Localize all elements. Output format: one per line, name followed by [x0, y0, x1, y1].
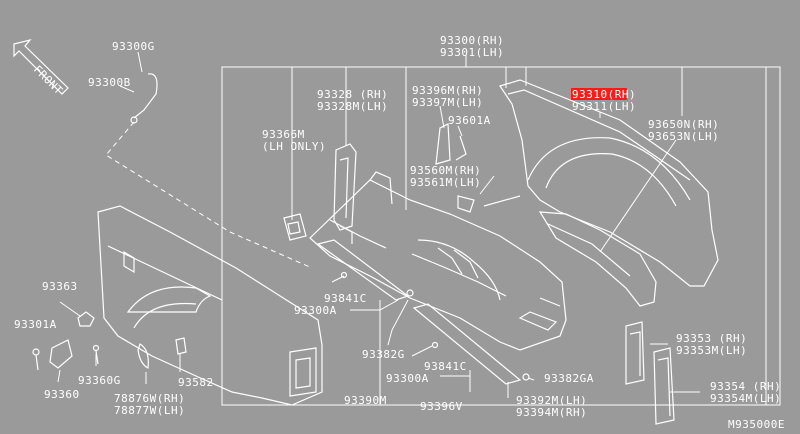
label-93328mlh: 93328M(LH): [317, 100, 388, 113]
label-93561mlh: 93561M(LH): [410, 176, 481, 189]
label-93300a-2: 93300A: [386, 372, 429, 385]
label-93650nrh: 93650N(RH): [648, 118, 719, 131]
label-93390m: 93390M: [344, 394, 387, 407]
outer-side-panel: [97, 205, 323, 406]
label-78876wrh: 78876W(RH): [114, 392, 185, 405]
diagram-code: M935000E: [728, 418, 785, 431]
label-93353mlh: 93353M(LH): [676, 344, 747, 357]
bed-floor: [309, 171, 567, 351]
fasteners: [340, 271, 530, 381]
front-pillar: [333, 143, 357, 231]
label-93366m: 93366M: [262, 128, 305, 141]
label-93841c-1: 93841C: [324, 292, 367, 305]
label-93396v: 93396V: [420, 400, 463, 413]
label-93328rh: 93328 (RH): [317, 88, 388, 101]
label-93301lh: 93301(LH): [440, 46, 504, 59]
bracket-small: [283, 123, 521, 241]
leader-lines: [57, 51, 780, 405]
label-lh-only: (LH ONLY): [262, 140, 326, 153]
label-93392mlh: 93392M(LH): [516, 394, 587, 407]
sill-strips: [316, 239, 522, 385]
label-93360g: 93360G: [78, 374, 121, 387]
small-parts: [32, 73, 187, 371]
label-93382ga: 93382GA: [544, 372, 594, 385]
label-93354mlh: 93354M(LH): [710, 392, 781, 405]
label-93354rh: 93354 (RH): [710, 380, 781, 393]
label-93363: 93363: [42, 280, 78, 293]
label-93560mrh: 93560M(RH): [410, 164, 481, 177]
label-93653nlh: 93653N(LH): [648, 130, 719, 143]
label-93300b: 93300B: [88, 76, 131, 89]
label-93300a-1: 93300A: [294, 304, 337, 317]
label-78877wlh: 78877W(LH): [114, 404, 185, 417]
label-93353rh: 93353 (RH): [676, 332, 747, 345]
label-93360: 93360: [44, 388, 80, 401]
label-93300rh: 93300(RH): [440, 34, 504, 47]
arrow-up-left-icon: [13, 38, 69, 95]
inner-side-panel: [499, 79, 719, 287]
label-93841c-2: 93841C: [424, 360, 467, 373]
label-93397mlh: 93397M(LH): [412, 96, 483, 109]
label-93310rh: 93310(RH): [572, 88, 636, 101]
label-93300g: 93300G: [112, 40, 155, 53]
label-93601a: 93601A: [448, 114, 491, 127]
label-93394mrh: 93394M(RH): [516, 406, 587, 419]
label-93582: 93582: [178, 376, 214, 389]
highlight-93310: [571, 88, 627, 100]
label-93311lh: 93311(LH): [572, 100, 636, 113]
label-93396mrh: 93396M(RH): [412, 84, 483, 97]
label-93382g: 93382G: [362, 348, 405, 361]
rear-pillars: [625, 321, 675, 425]
wheelhouse: [538, 211, 657, 307]
dashed-leader: [105, 121, 313, 269]
label-93301a: 93301A: [14, 318, 57, 331]
